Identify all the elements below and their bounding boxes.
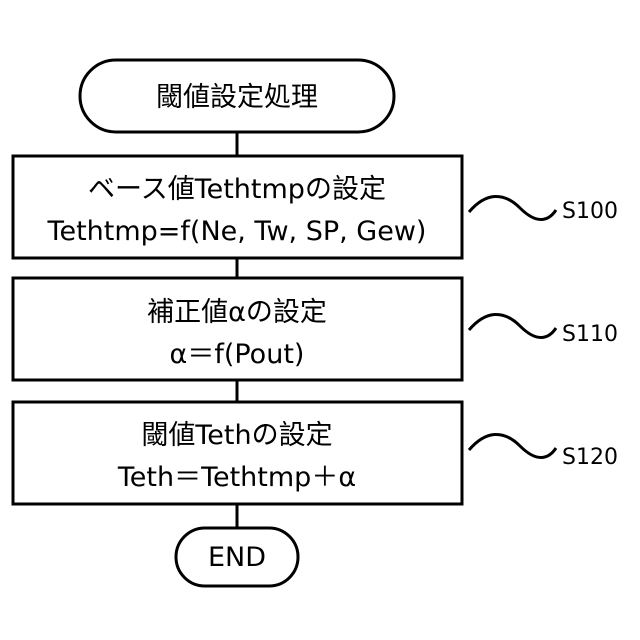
step-label-s110: S110	[562, 322, 618, 347]
start-terminal: 閾値設定処理	[80, 60, 394, 132]
process-title-s100: ベース値Tethtmpの設定	[88, 174, 386, 205]
leader-line-s120	[469, 434, 556, 457]
process-step-s100: ベース値Tethtmpの設定 Tethtmp=f(Ne, Tw, SP, Gew…	[13, 156, 462, 258]
process-step-s110: 補正値αの設定 α＝f(Pout)	[13, 278, 462, 380]
leader-line-s100	[469, 196, 556, 219]
process-title-s110: 補正値αの設定	[147, 297, 327, 328]
process-formula-s110: α＝f(Pout)	[170, 339, 305, 370]
end-terminal-label: END	[208, 542, 266, 573]
step-label-s120: S120	[562, 445, 618, 470]
end-terminal: END	[176, 528, 298, 586]
process-formula-s120: Teth＝Tethtmp＋α	[117, 462, 356, 493]
process-title-s120: 閾値Tethの設定	[141, 420, 332, 451]
start-terminal-label: 閾値設定処理	[156, 82, 318, 113]
process-step-s120: 閾値Tethの設定 Teth＝Tethtmp＋α	[13, 402, 462, 504]
process-formula-s100: Tethtmp=f(Ne, Tw, SP, Gew)	[47, 216, 427, 247]
step-label-s100: S100	[562, 199, 618, 224]
leader-line-s110	[469, 314, 556, 337]
